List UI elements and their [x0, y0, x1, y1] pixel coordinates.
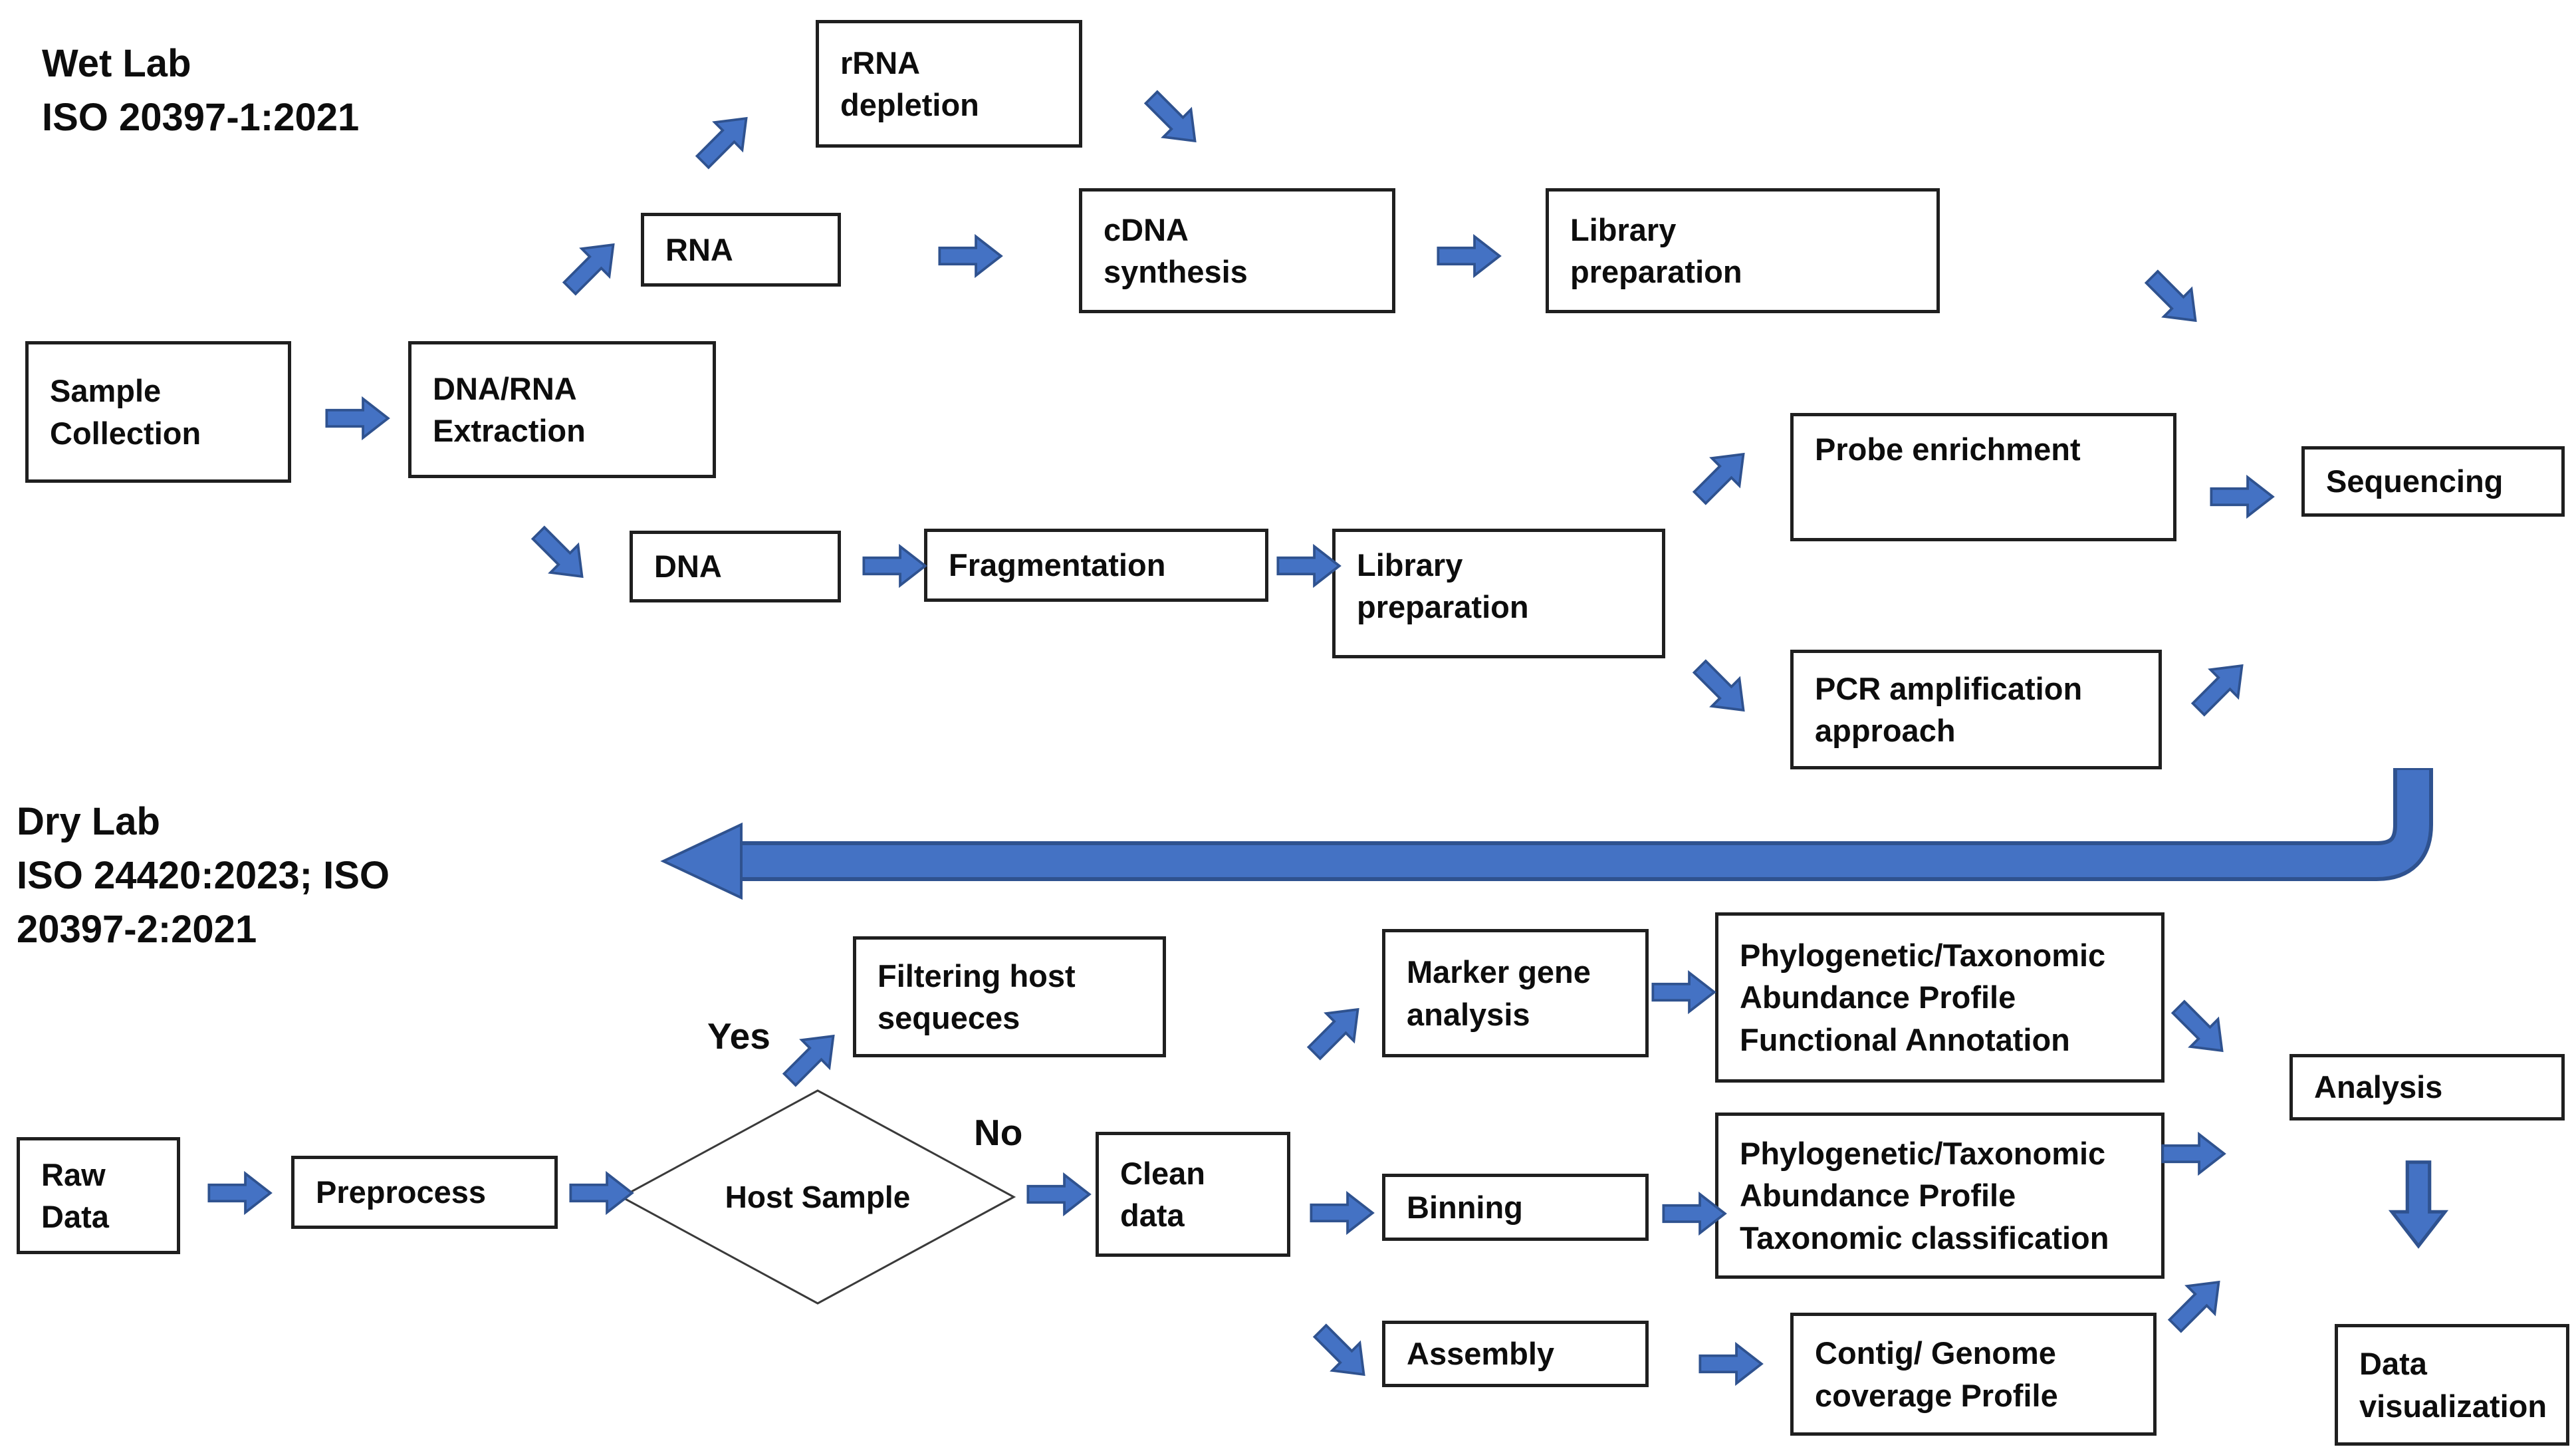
node-phylogenetic-functional: Phylogenetic/Taxonomic Abundance Profile…: [1715, 912, 2165, 1083]
node-probe-enrichment: Probe enrichment: [1790, 413, 2176, 541]
return-elbow-arrow-icon: [660, 768, 2433, 900]
arrow-right-icon: [325, 397, 390, 440]
node-filtering-host-sequences: Filtering host sequeces: [853, 936, 1166, 1057]
arrow-right-icon: [1698, 1343, 1763, 1385]
node-preprocess: Preprocess: [291, 1156, 558, 1229]
yes-label: Yes: [707, 1015, 770, 1057]
node-data-visualization: Data visualization: [2335, 1324, 2569, 1446]
node-phylogenetic-taxonomic: Phylogenetic/Taxonomic Abundance Profile…: [1715, 1113, 2165, 1279]
arrow-up-right-icon: [1685, 439, 1759, 513]
arrow-up-right-icon: [2183, 650, 2258, 724]
node-analysis: Analysis: [2289, 1054, 2565, 1120]
node-clean-data: Clean data: [1096, 1132, 1290, 1257]
node-rrna-depletion: rRNA depletion: [816, 20, 1082, 148]
arrow-down-right-icon: [1685, 652, 1759, 725]
arrow-up-right-icon: [1299, 994, 1373, 1068]
node-fragmentation: Fragmentation: [924, 529, 1268, 602]
node-sequencing: Sequencing: [2301, 446, 2565, 517]
node-raw-data: Raw Data: [17, 1137, 180, 1254]
arrow-up-right-icon: [687, 103, 762, 177]
arrow-right-icon: [2210, 475, 2274, 518]
node-assembly: Assembly: [1382, 1321, 1649, 1387]
arrow-right-icon: [2161, 1132, 2226, 1175]
host-sample-decision-diamond: [619, 1089, 1016, 1305]
arrow-down-right-icon: [1136, 82, 1211, 156]
arrow-right-icon: [1310, 1192, 1374, 1234]
arrow-right-icon: [1437, 235, 1501, 277]
arrow-right-icon: [1662, 1192, 1726, 1235]
arrow-down-right-icon: [1305, 1316, 1379, 1390]
wet-lab-title: Wet Lab ISO 20397-1:2021: [42, 42, 360, 140]
node-sample-collection: Sample Collection: [25, 341, 291, 483]
arrow-right-icon: [862, 545, 927, 587]
node-library-preparation-dna: Library preparation: [1332, 529, 1665, 658]
node-cdna-synthesis: cDNA synthesis: [1079, 188, 1395, 313]
arrow-up-right-icon: [2160, 1267, 2234, 1341]
arrow-right-icon: [1026, 1173, 1091, 1216]
node-contig-genome: Contig/ Genome coverage Profile: [1790, 1313, 2157, 1436]
node-library-preparation-rna: Library preparation: [1546, 188, 1940, 313]
node-pcr-amplification: PCR amplification approach: [1790, 650, 2162, 769]
host-sample-decision-label: Host Sample: [725, 1179, 911, 1214]
node-binning: Binning: [1382, 1174, 1649, 1241]
arrow-right-icon: [1651, 971, 1716, 1013]
arrow-down-right-icon: [523, 518, 598, 592]
arrow-right-icon: [569, 1172, 634, 1214]
arrow-down-right-icon: [2137, 262, 2211, 336]
node-dna: DNA: [630, 531, 841, 602]
arrow-up-right-icon: [554, 229, 629, 303]
arrow-down-right-icon: [2163, 992, 2238, 1066]
arrow-down-icon: [2389, 1148, 2448, 1261]
dry-lab-title: Dry Lab ISO 24420:2023; ISO 20397-2:2021: [17, 800, 390, 952]
no-label: No: [974, 1112, 1023, 1153]
arrow-right-icon: [938, 235, 1002, 277]
node-dna-rna-extraction: DNA/RNA Extraction: [408, 341, 716, 478]
node-marker-gene-analysis: Marker gene analysis: [1382, 929, 1649, 1057]
arrow-right-icon: [207, 1172, 272, 1214]
node-rna: RNA: [641, 213, 841, 287]
arrow-right-icon: [1276, 545, 1341, 587]
